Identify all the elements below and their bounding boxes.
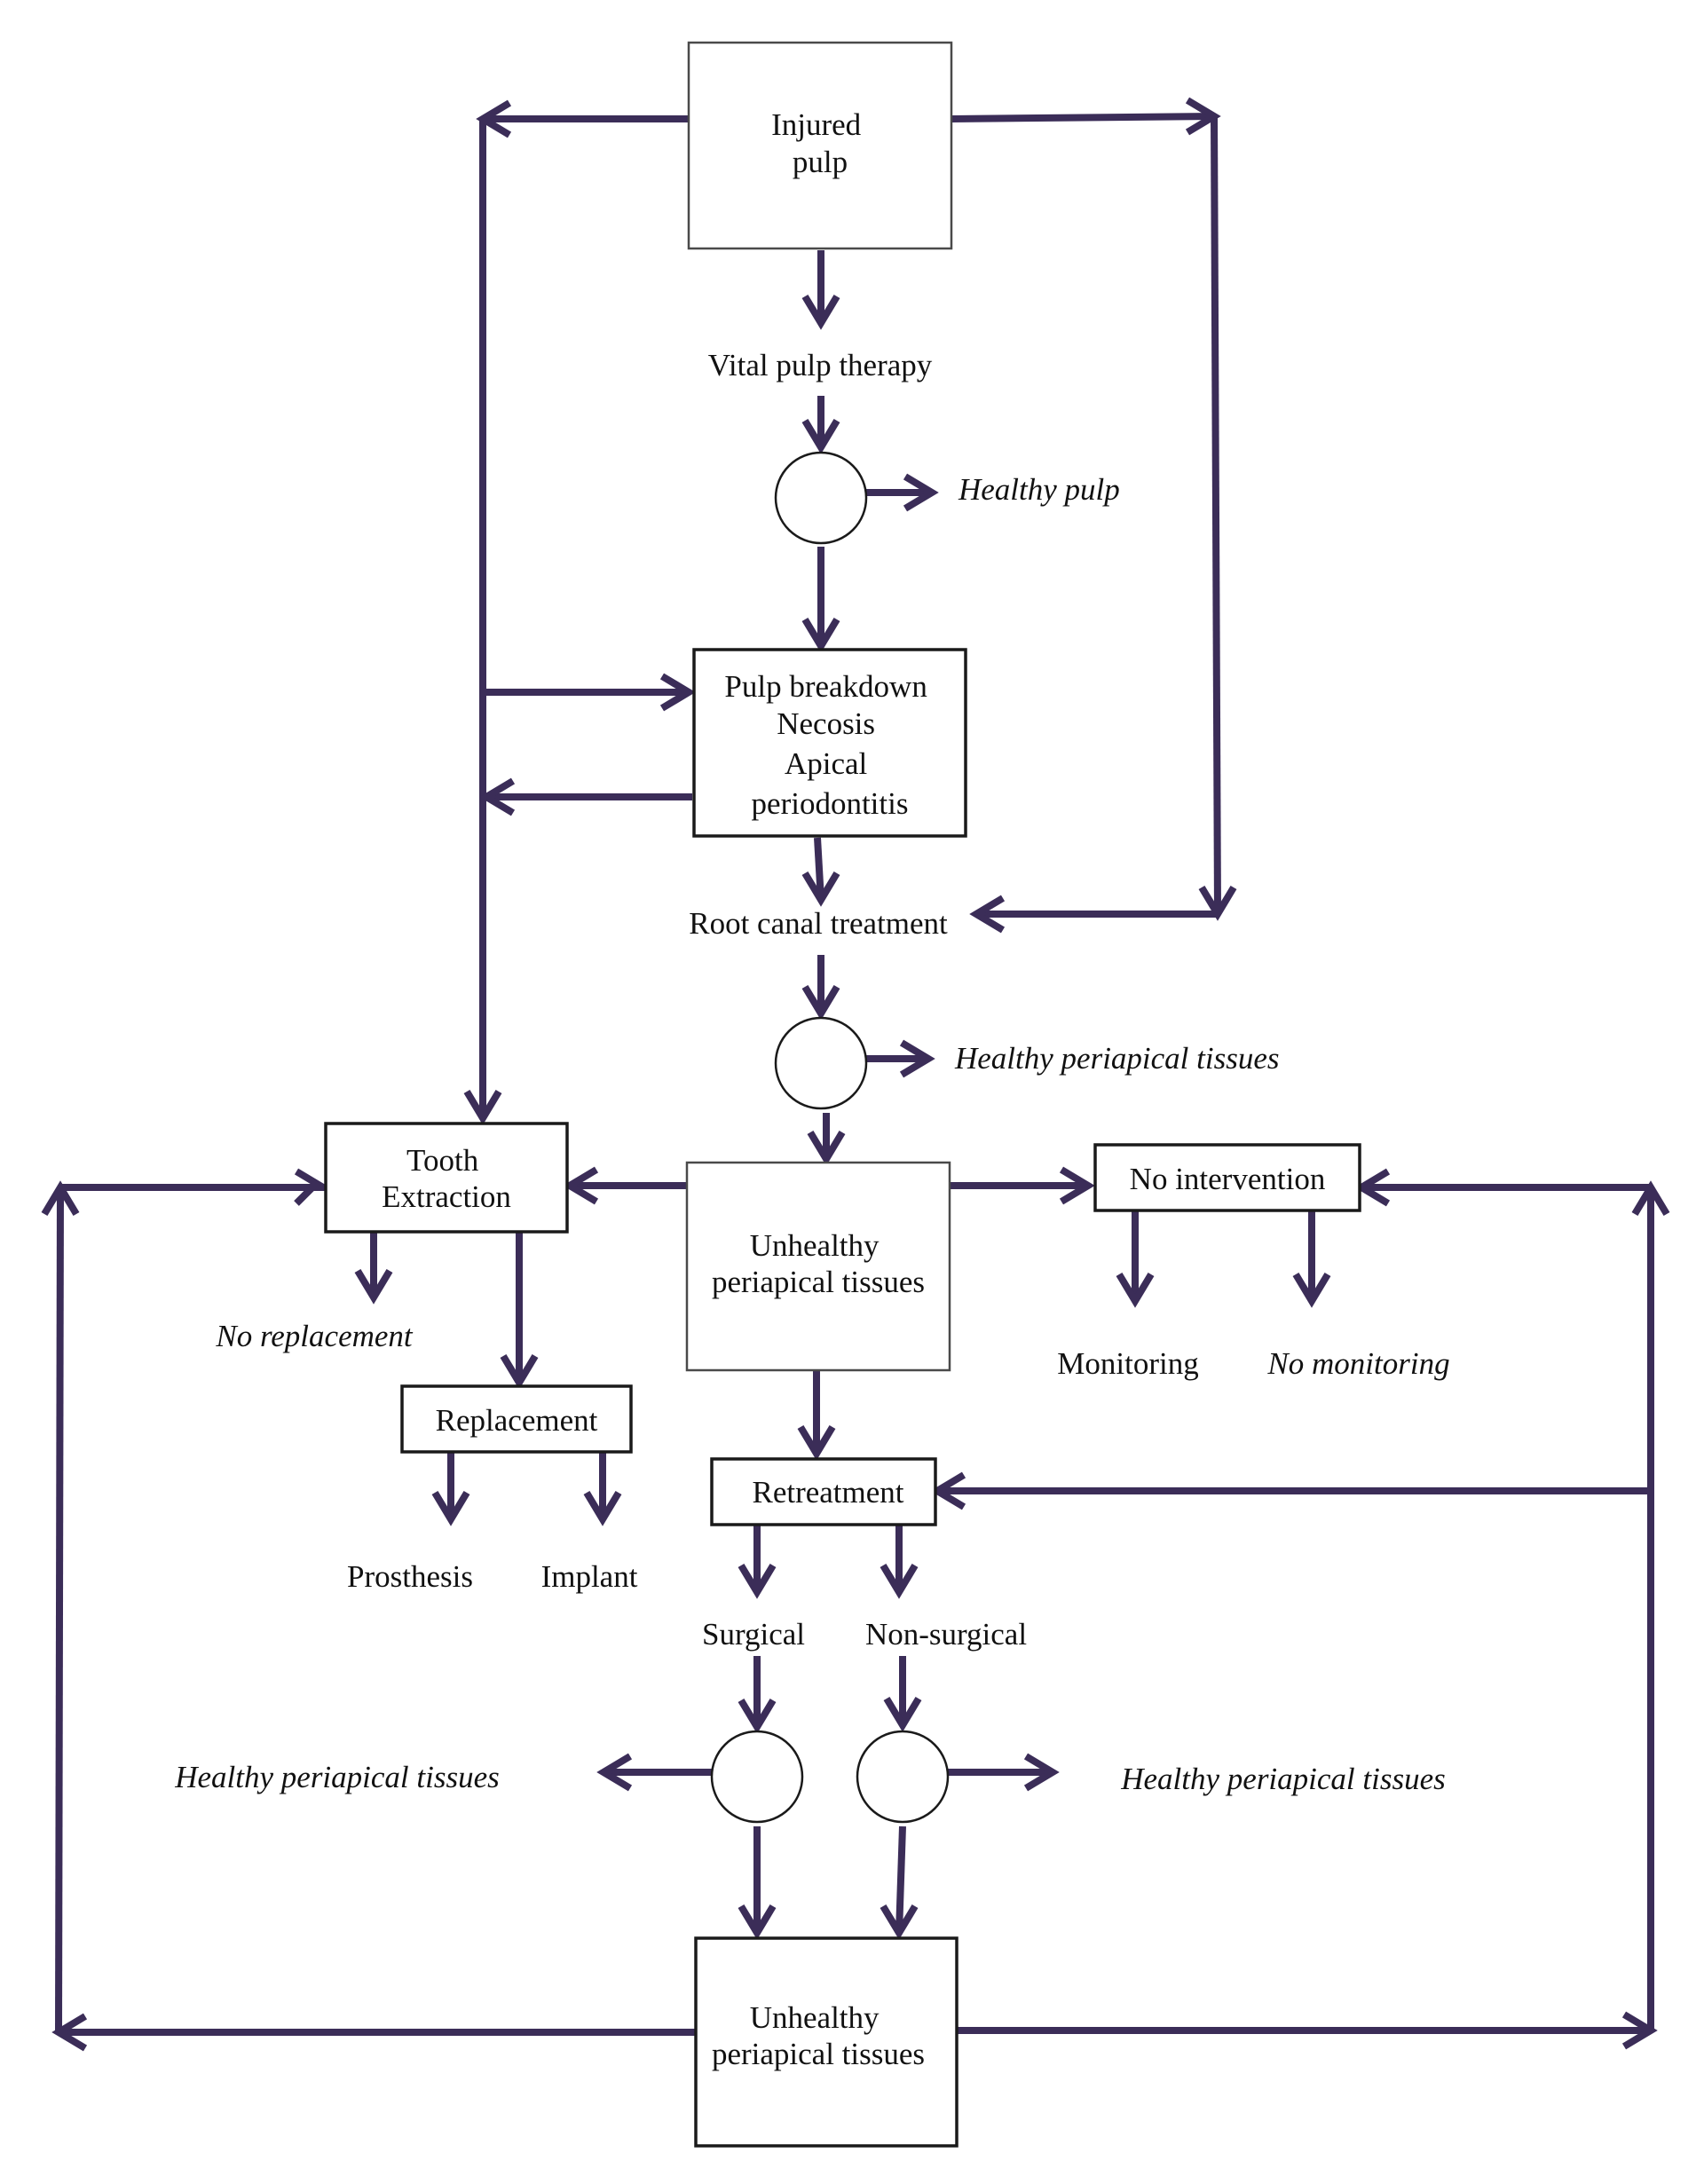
arrowhead-to-implant — [583, 1490, 622, 1526]
injured-pulp-label: Injured pulp — [771, 107, 869, 179]
no-monitoring-label: No monitoring — [1266, 1346, 1449, 1381]
arrowhead-right-loop-to-retreatment — [930, 1471, 966, 1510]
root-canal-treatment-label: Root canal treatment — [689, 906, 948, 941]
labels: Injured pulp Vital pulp therapy Healthy … — [174, 107, 1449, 2071]
unhealthy-periapical-label-2: Unhealthy periapical tissues — [712, 2000, 925, 2071]
healthy-periapical-label-1: Healthy periapical tissues — [954, 1041, 1280, 1076]
arrowhead-to-no-monitoring — [1292, 1272, 1331, 1308]
no-replacement-label: No replacement — [215, 1319, 414, 1353]
arrowhead-to-circle3 — [738, 1698, 777, 1734]
replacement-box — [400, 1384, 633, 1454]
vital-pulp-therapy-label: Vital pulp therapy — [708, 348, 933, 382]
decision-nodes — [710, 451, 950, 1824]
boxes — [324, 41, 1361, 2148]
surgical-label: Surgical — [702, 1617, 805, 1652]
monitoring-label: Monitoring — [1057, 1346, 1198, 1381]
arrowhead-left-loop-to-extraction — [294, 1168, 336, 1206]
arrowhead-circle3-to-unhealthy2 — [738, 1904, 777, 1940]
healthy-periapical-label-right: Healthy periapical tissues — [1120, 1762, 1446, 1796]
pulp-breakdown-label: Pulp breakdown Necosis Apical periodonti… — [724, 669, 935, 821]
unhealthy-periapical-box-1 — [685, 1161, 951, 1372]
tooth-extraction-box — [324, 1122, 569, 1234]
arrowhead-to-rct — [969, 895, 1006, 934]
arrow-injured-to-right-rail — [951, 113, 1215, 122]
retreatment-label: Retreatment — [752, 1475, 903, 1510]
arrowhead-to-healthy-pulp — [903, 473, 939, 512]
arrowhead-to-monitoring — [1116, 1272, 1155, 1308]
healthy-pulp-label: Healthy pulp — [958, 472, 1120, 507]
pulp-breakdown-box — [692, 648, 967, 838]
arrowhead-to-surgical — [738, 1563, 777, 1599]
decision-circle-surgical — [710, 1730, 804, 1824]
decision-circle-rct — [774, 1016, 868, 1110]
arrowhead-circle4-to-unhealthy2 — [880, 1904, 919, 1940]
arrowhead-to-pulp-breakdown — [801, 617, 840, 653]
connectors — [41, 97, 1670, 2052]
arrowhead-to-circle4 — [883, 1696, 922, 1732]
arrow-pulp-breakdown-to-rct — [814, 837, 824, 901]
arrowhead-pulp-breakdown-to-left-rail — [479, 777, 516, 816]
arrowhead-pulp-breakdown-to-rct — [801, 871, 840, 907]
prosthesis-label: Prosthesis — [347, 1559, 473, 1594]
arrow-left-loop-up — [55, 1187, 64, 2033]
replacement-label: Replacement — [436, 1403, 598, 1438]
arrowhead-to-prosthesis — [431, 1490, 470, 1526]
arrowhead-to-healthy-periapical-1 — [899, 1039, 935, 1078]
implant-label: Implant — [541, 1559, 638, 1594]
arrowhead-to-circle1 — [801, 418, 840, 454]
arrowhead-to-healthy-right — [1023, 1753, 1060, 1792]
tooth-extraction-label: Tooth Extraction — [382, 1143, 511, 1214]
decision-circle-vpt — [774, 451, 868, 545]
unhealthy-periapical-label-1: Unhealthy periapical tissues — [712, 1228, 925, 1299]
decision-circle-non-surgical — [856, 1730, 950, 1824]
arrow-circle4-to-unhealthy2 — [895, 1825, 906, 1934]
arrowhead-left-rail-to-pulp-breakdown — [659, 673, 696, 712]
unhealthy-periapical-box-2 — [694, 1936, 958, 2148]
retreatment-box — [710, 1457, 937, 1526]
arrow-right-rail-down — [1211, 115, 1221, 915]
arrowhead-to-unhealthy-1 — [807, 1130, 846, 1166]
arrowhead-to-healthy-left — [596, 1753, 633, 1792]
arrowhead-to-retreatment — [797, 1424, 836, 1461]
arrowhead-to-no-replacement — [354, 1268, 393, 1305]
arrowhead-to-tooth-extraction-side — [563, 1166, 599, 1205]
healthy-periapical-label-left: Healthy periapical tissues — [174, 1760, 500, 1794]
arrowhead-to-no-intervention — [1059, 1166, 1095, 1205]
arrowhead-to-non-surgical — [880, 1563, 919, 1599]
injured-pulp-box — [687, 41, 953, 250]
arrowhead-to-tooth-extraction — [463, 1089, 502, 1125]
arrowhead-right-loop-to-no-intervention — [1354, 1168, 1391, 1207]
arrowhead-to-replacement — [500, 1353, 539, 1390]
no-intervention-box — [1093, 1143, 1361, 1212]
arrowhead-to-circle2 — [801, 984, 840, 1021]
arrowhead-to-vpt — [801, 294, 840, 330]
non-surgical-label: Non-surgical — [865, 1617, 1027, 1652]
no-intervention-label: No intervention — [1130, 1162, 1326, 1196]
